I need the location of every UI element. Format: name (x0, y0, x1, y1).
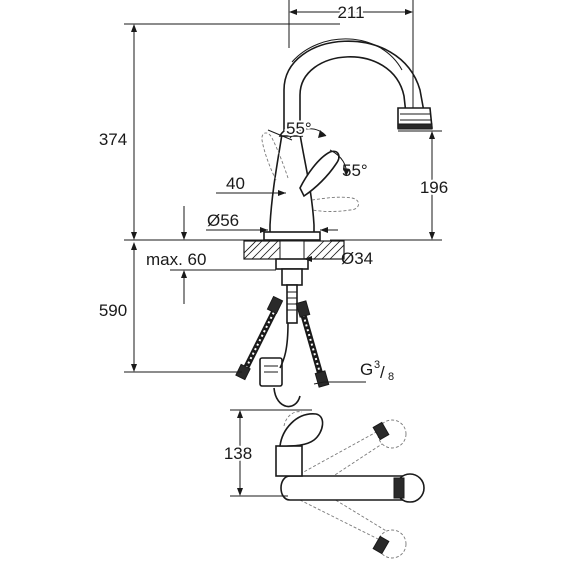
dimension-label-d34: Ø34 (341, 249, 373, 268)
lever-ghost-up (261, 132, 289, 181)
supply-hoses (235, 284, 330, 408)
angle-annotation-up: 55° (267, 117, 327, 141)
dimension-hose-length: 590 (99, 242, 242, 373)
thread-annotation: G 3 / 8 (313, 359, 394, 385)
thread-label-g: G (360, 360, 373, 379)
dimension-label-590: 590 (99, 301, 127, 320)
dimension-base-diameter: Ø56 (206, 211, 338, 233)
dimension-label-211: 211 (337, 3, 364, 22)
thread-label-slash: / (380, 363, 385, 382)
dimension-label-196: 196 (420, 178, 448, 197)
mounting-deck (243, 240, 345, 286)
dimension-handle-clearance: 40 (216, 174, 286, 196)
dimension-top-depth: 138 (222, 409, 312, 497)
angle-annotation-side: 55° (329, 149, 368, 180)
dimension-label-138: 138 (224, 444, 252, 463)
spout-ghost-positions (299, 419, 407, 559)
thread-label-denominator: 8 (388, 371, 394, 383)
dimension-label-40: 40 (226, 174, 245, 193)
lever-ghost-side (311, 196, 359, 212)
thread-label-numerator: 3 (374, 359, 380, 371)
faucet-top-view (275, 411, 425, 559)
faucet-side-view (261, 38, 433, 241)
dimension-label-max60: max. 60 (146, 250, 206, 269)
angle-label-up: 55° (286, 119, 312, 138)
dimension-spout-height: 196 (330, 130, 450, 241)
lever-handle (299, 150, 340, 198)
angle-label-side: 55° (342, 161, 368, 180)
dimension-hole-diameter: Ø34 (304, 249, 373, 268)
spray-head (397, 107, 433, 130)
dimension-label-374: 374 (99, 130, 127, 149)
dimension-total-height: 374 (99, 23, 340, 241)
dimension-deck-thickness: max. 60 (146, 206, 276, 304)
dimension-width-top: 211 (288, 0, 414, 110)
dimension-label-d56: Ø56 (207, 211, 239, 230)
